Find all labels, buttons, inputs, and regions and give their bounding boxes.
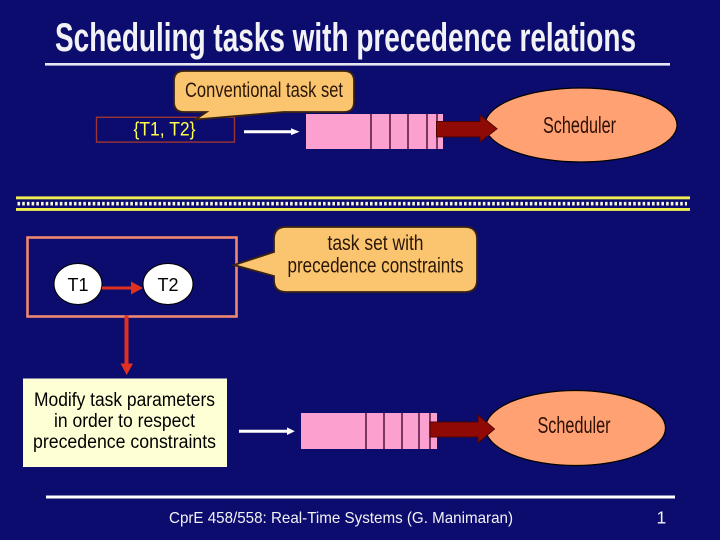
svg-text:in order to respect: in order to respect [54,411,196,432]
svg-text:Conventional task set: Conventional task set [185,79,343,102]
svg-text:CprE 458/558: Real-Time System: CprE 458/558: Real-Time Systems (G. Mani… [169,510,513,527]
svg-text:precedence constraints: precedence constraints [33,432,216,453]
svg-text:Modify task parameters: Modify task parameters [34,390,215,411]
svg-text:{T1, T2}: {T1, T2} [134,120,196,141]
svg-text:Scheduling tasks with preceden: Scheduling tasks with precedence relatio… [55,16,636,60]
svg-text:T1: T1 [67,275,88,295]
svg-text:T2: T2 [157,275,178,295]
svg-text:Scheduler: Scheduler [543,112,616,138]
svg-text:1: 1 [657,508,667,528]
svg-text:task set with: task set with [328,232,424,255]
svg-text:Scheduler: Scheduler [538,412,611,438]
svg-text:precedence constraints: precedence constraints [288,255,464,278]
